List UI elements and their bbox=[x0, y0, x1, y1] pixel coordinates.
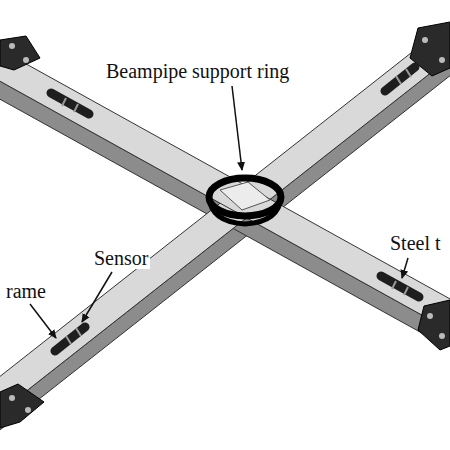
sensor-band bbox=[62, 69, 411, 344]
support-ring bbox=[209, 178, 281, 216]
support-ring bbox=[209, 197, 281, 224]
sensor bbox=[51, 67, 419, 351]
part-label: rame bbox=[4, 280, 48, 302]
part-label: Steel t bbox=[388, 232, 443, 254]
part-label: Sensor bbox=[92, 247, 150, 269]
leader-line bbox=[30, 86, 408, 338]
beam-top bbox=[0, 55, 450, 329]
part-label: Beampipe support ring bbox=[104, 60, 291, 82]
mount-plate bbox=[0, 22, 450, 428]
bolt bbox=[9, 37, 445, 413]
joint-plate bbox=[220, 182, 270, 210]
